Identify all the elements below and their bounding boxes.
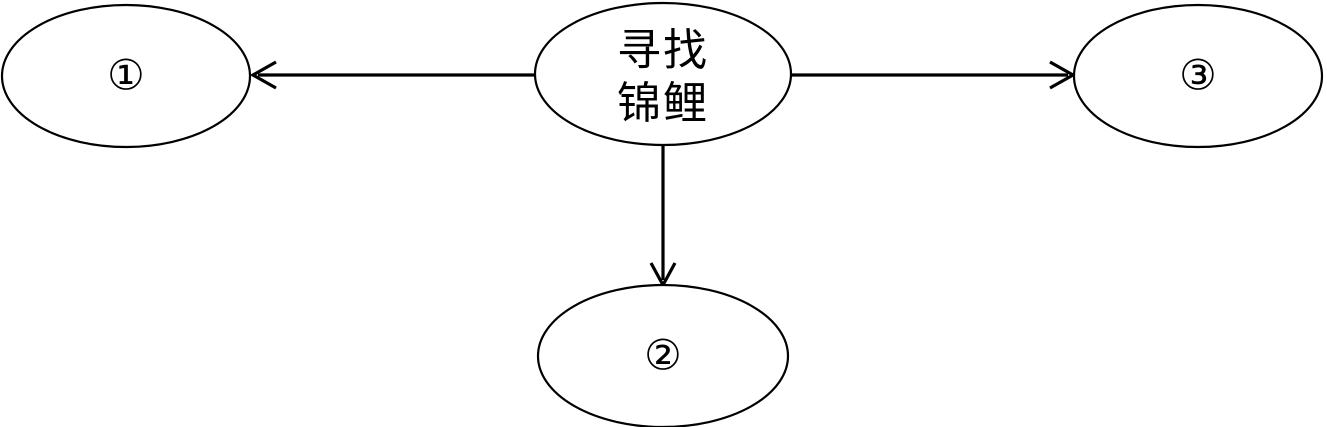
node-right-label: ③ xyxy=(1179,51,1217,100)
node-left-label: ① xyxy=(107,51,145,100)
node-center-label-line2: 锦鲤 xyxy=(617,78,709,129)
edge-center-to-left-arrowhead xyxy=(249,60,277,90)
node-right-ellipse[interactable] xyxy=(1072,3,1324,149)
node-center-label-line1: 寻找 xyxy=(617,25,709,76)
edge-center-to-left xyxy=(249,60,534,90)
node-bottom-label: ② xyxy=(644,331,682,380)
node-center-ellipse[interactable] xyxy=(533,1,793,147)
node-center[interactable]: 寻找 锦鲤 xyxy=(533,1,793,147)
node-left[interactable]: ① xyxy=(0,3,252,149)
node-right[interactable]: ③ xyxy=(1072,3,1324,149)
edge-center-to-bottom xyxy=(649,145,677,289)
node-bottom-ellipse[interactable] xyxy=(536,283,790,427)
node-left-ellipse[interactable] xyxy=(0,3,252,149)
edge-center-to-right xyxy=(791,60,1077,90)
node-bottom[interactable]: ② xyxy=(536,283,790,427)
